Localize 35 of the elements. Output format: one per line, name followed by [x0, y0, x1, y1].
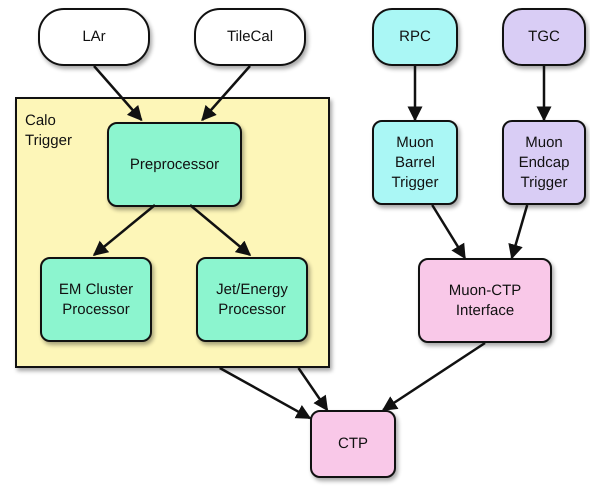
process-box: [418, 258, 552, 343]
arrow: [508, 204, 528, 260]
process-box: [40, 257, 152, 342]
arrow: [297, 367, 328, 412]
process-box: [372, 120, 458, 205]
arrow: [431, 204, 466, 260]
node-label: Jet/Energy Processor: [215, 280, 289, 320]
node-label: RPC: [399, 27, 431, 47]
arrow: [219, 366, 312, 420]
process-box: [38, 8, 150, 66]
arrow: [201, 65, 251, 122]
group-label: Calo Trigger: [25, 111, 73, 151]
process-box: [196, 257, 308, 342]
node-label: EM Cluster Processor: [58, 280, 134, 320]
node-label: TileCal: [226, 27, 274, 47]
process-box: [310, 410, 396, 478]
node-label: Muon Barrel Trigger: [390, 132, 440, 192]
node-label: Muon-CTP Interface: [448, 280, 522, 320]
arrow: [536, 66, 552, 122]
process-box: [502, 120, 586, 205]
arrow: [189, 204, 252, 256]
arrow: [92, 204, 156, 256]
node-label: Muon Endcap Trigger: [518, 132, 570, 192]
arrow: [408, 66, 422, 122]
process-box: [107, 122, 242, 207]
node-label: CTP: [338, 434, 368, 454]
process-box: [502, 8, 586, 66]
arrow: [93, 65, 142, 122]
process-box: [372, 8, 458, 66]
process-box: [194, 8, 306, 66]
group-box: [15, 97, 330, 368]
node-label: Preprocessor: [130, 154, 220, 174]
node-label: LAr: [82, 27, 106, 47]
node-label: TGC: [528, 27, 560, 47]
arrow: [382, 342, 486, 412]
